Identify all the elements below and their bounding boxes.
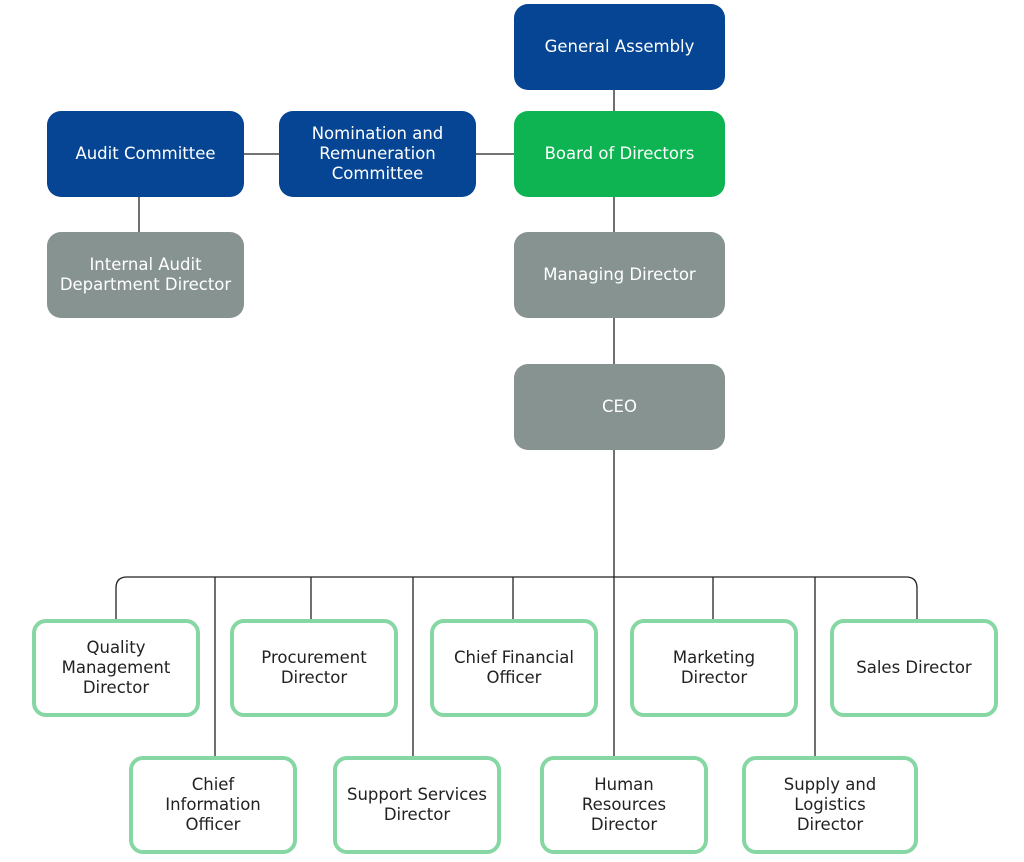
node-ceo: CEO [514, 364, 725, 450]
node-audit-committee: Audit Committee [47, 111, 244, 197]
node-support-services-director: Support Services Director [333, 756, 501, 854]
node-procurement-director: Procurement Director [230, 619, 398, 717]
node-internal-audit-director: Internal Audit Department Director [47, 232, 244, 318]
node-sales-director: Sales Director [830, 619, 998, 717]
node-human-resources-director: Human Resources Director [540, 756, 708, 854]
node-general-assembly: General Assembly [514, 4, 725, 90]
node-marketing-director: Marketing Director [630, 619, 798, 717]
node-supply-logistics-director: Supply and Logistics Director [742, 756, 918, 854]
node-nomination-remuneration-committee: Nomination and Remuneration Committee [279, 111, 476, 197]
node-chief-information-officer: Chief Information Officer [129, 756, 297, 854]
node-board-of-directors: Board of Directors [514, 111, 725, 197]
connector-director-bus [115, 576, 918, 619]
node-quality-management-director: Quality Management Director [32, 619, 200, 717]
node-managing-director: Managing Director [514, 232, 725, 318]
node-chief-financial-officer: Chief Financial Officer [430, 619, 598, 717]
